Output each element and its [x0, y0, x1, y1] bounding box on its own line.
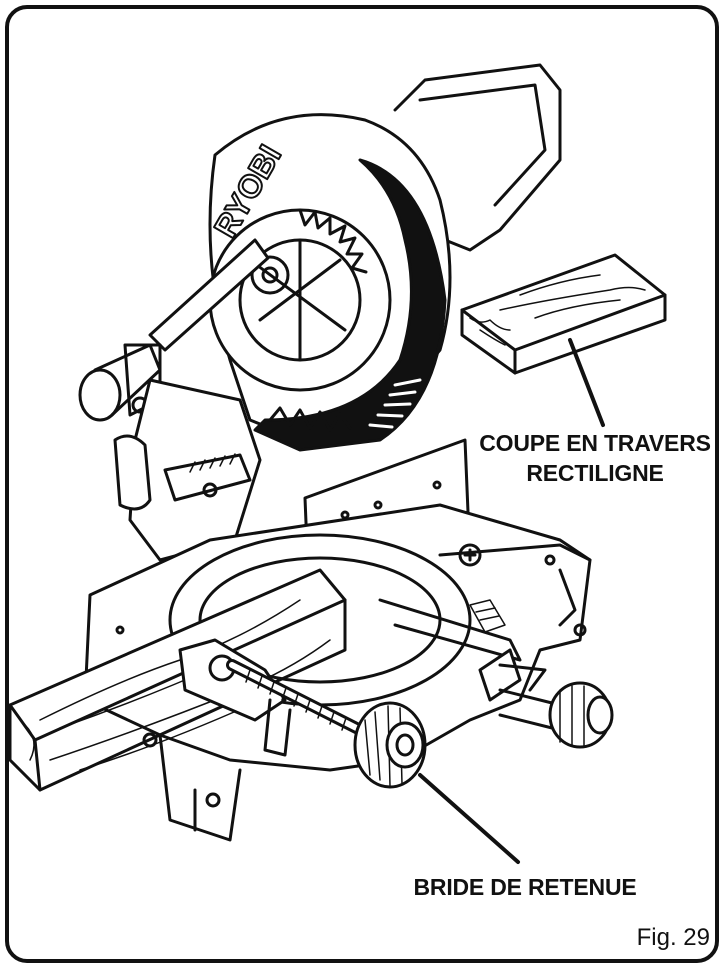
miter-scale	[469, 599, 506, 633]
saw-base	[83, 503, 592, 842]
crosscut-leader-line	[568, 338, 605, 427]
clamp-label: BRIDE DE RETENUE	[413, 874, 637, 900]
blade-guard-band	[253, 158, 447, 452]
crosscut-board	[460, 253, 667, 375]
guard-stripes	[368, 378, 422, 429]
holding-clamp	[178, 638, 427, 789]
crosscut-label-line1: COUPE EN TRAVERS	[479, 430, 711, 456]
figure-number: Fig. 29	[636, 924, 710, 951]
clamp-leader-line	[418, 773, 520, 864]
bevel-scale	[189, 453, 236, 473]
crosscut-label-line2: RECTILIGNE	[526, 460, 664, 486]
crosscut-label: COUPE EN TRAVERS RECTILIGNE	[460, 428, 728, 488]
miter-lock-knob	[478, 648, 614, 749]
